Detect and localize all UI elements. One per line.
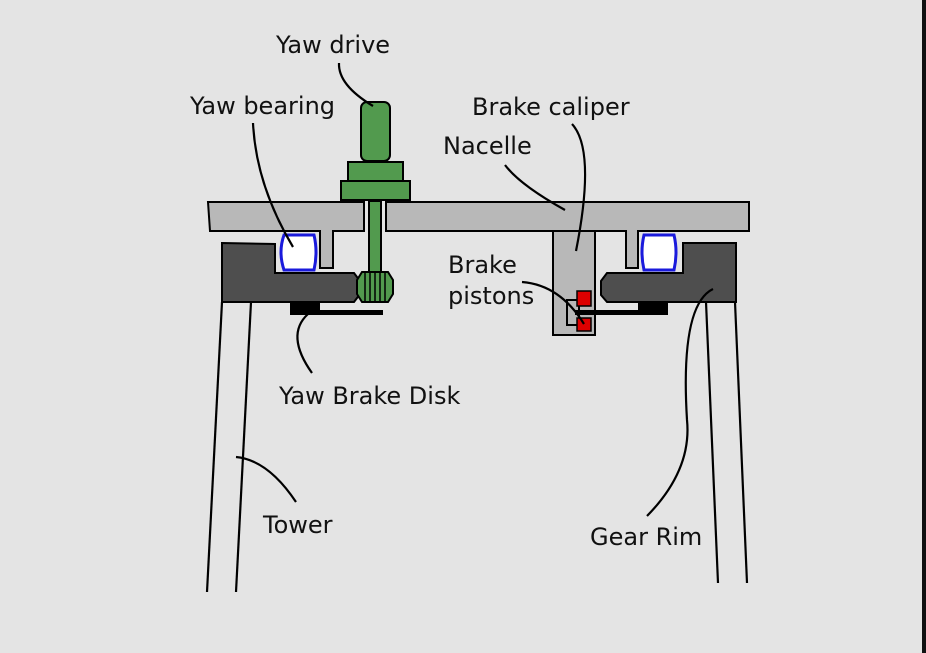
label-yaw-bearing: Yaw bearing [189,92,335,120]
yaw-bearing-right [640,233,678,272]
gear-rim-right [600,242,737,303]
leader-brake-pistons [521,280,585,325]
label-tower: Tower [262,511,333,539]
nacelle [206,201,750,269]
label-nacelle: Nacelle [443,132,532,160]
yaw-drive-shaft [368,200,382,273]
yaw-drive-pinion-teeth [364,273,386,301]
brake-piston-upper [576,290,592,307]
labels: Yaw drive Yaw bearing Brake caliper Nace… [189,31,702,551]
leader-brake-caliper [571,123,587,252]
yaw-bearing-left [279,233,318,272]
brake-caliper-body [552,230,596,336]
yaw-drive-flange [340,180,411,201]
frame-border [922,0,926,653]
leader-lines [235,62,714,517]
tower-wall-left-outer [205,301,224,593]
label-brake-pistons-line1: Brake [448,251,517,279]
label-gear-rim: Gear Rim [590,523,702,551]
brake-piston-lower [576,317,592,332]
leader-gear-rim [646,288,714,517]
leader-yaw-brake-disk [296,313,313,374]
yaw-bearing [279,233,678,272]
yaw-brake-disk-right [575,310,668,315]
yaw-brake-disk-left [290,310,383,315]
tower-wall-right-outer [733,301,749,584]
yaw-drive-motor [360,101,391,162]
tower-wall-left-inner [234,301,253,593]
gear-rim [221,241,737,303]
nacelle-right [385,201,750,269]
yaw-brake-disk [290,302,668,315]
tower-wall-right-inner [704,301,720,584]
label-brake-pistons-line2: pistons [448,282,534,310]
leader-nacelle [504,164,566,211]
label-brake-caliper: Brake caliper [472,93,630,121]
leader-yaw-drive [337,62,374,107]
tower [205,301,749,593]
leader-tower [235,455,297,503]
label-yaw-drive: Yaw drive [275,31,390,59]
leader-yaw-bearing [251,122,294,248]
yaw-drive-gearbox [347,161,404,182]
brake-pistons [576,290,592,332]
yaw-drive [340,101,411,303]
label-yaw-brake-disk: Yaw Brake Disk [278,382,460,410]
nacelle-left [206,201,365,269]
